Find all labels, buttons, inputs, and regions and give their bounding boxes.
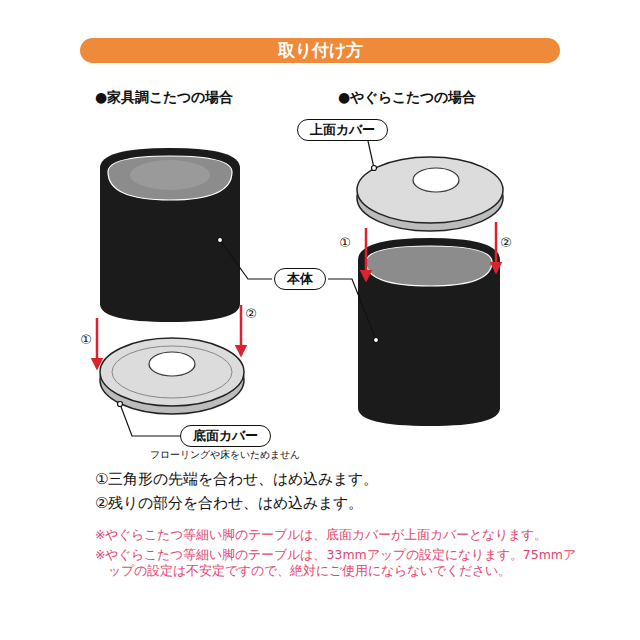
title: 取り付け方	[278, 40, 363, 60]
label-box: 底面カバー	[180, 425, 271, 447]
instruction: ②残りの部分を合わせ、はめ込みます。	[95, 494, 363, 513]
arrow	[365, 228, 368, 280]
callout-number: ①	[80, 332, 92, 348]
leader-dots	[118, 166, 379, 407]
arrow	[240, 305, 243, 355]
title-bar: 取り付け方	[80, 38, 560, 63]
arrow	[495, 222, 498, 272]
top-cover-right	[357, 157, 503, 231]
part-name: 本体	[287, 271, 313, 287]
part-name: 上面カバー	[310, 122, 375, 138]
section-heading: ●やぐらこたつの場合	[338, 89, 476, 107]
instruction: ①三角形の先端を合わせ、はめ込みます。	[95, 470, 378, 489]
section-heading: ●家具調こたつの場合	[95, 89, 233, 107]
body-left	[100, 148, 240, 322]
label-box: 上面カバー	[297, 119, 388, 141]
callout-number: ①	[339, 235, 351, 251]
arrow	[96, 318, 99, 368]
body-right	[358, 238, 500, 426]
callout-number: ②	[500, 235, 512, 251]
leader-lines	[120, 141, 376, 436]
label-box: 本体	[274, 268, 326, 290]
part-name: 底面カバー	[193, 428, 258, 444]
callout-number: ②	[245, 306, 257, 322]
bottom-cover-left	[100, 338, 244, 414]
note: フローリングや床をいためません	[150, 449, 300, 462]
caution-note: ※やぐらこたつ等細い脚のテーブルは、底面カバーが上面カバーとなります。	[95, 527, 595, 543]
caution-note: ※やぐらこたつ等細い脚のテーブルは、33mmアップの設定になります。75mmアッ…	[95, 547, 578, 578]
